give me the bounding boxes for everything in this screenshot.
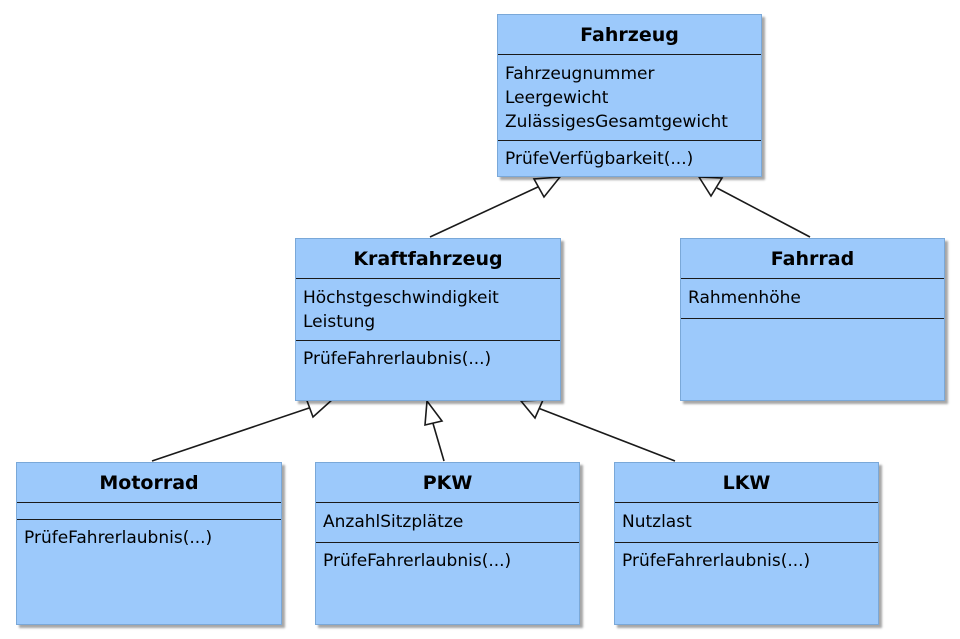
class-fahrrad[interactable]: Fahrrad Rahmenhöhe xyxy=(680,238,945,401)
generalization-arrowhead xyxy=(697,176,724,198)
attributes-compartment xyxy=(17,503,281,520)
class-lkw[interactable]: LKW Nutzlast PrüfeFahrerlaubnis(...) xyxy=(614,462,879,625)
generalization-arrowhead xyxy=(532,176,562,199)
operation: PrüfeFahrerlaubnis(...) xyxy=(24,528,213,548)
attribute: Höchstgeschwindigkeit xyxy=(303,288,499,308)
attributes-compartment: Höchstgeschwindigkeit Leistung xyxy=(296,279,560,341)
attributes-compartment: AnzahlSitzplätze xyxy=(316,503,579,543)
operation: PrüfeFahrerlaubnis(...) xyxy=(323,551,512,571)
attributes-compartment: Fahrzeugnummer Leergewicht ZulässigesGes… xyxy=(498,55,761,141)
class-name: Kraftfahrzeug xyxy=(296,239,560,279)
operation: PrüfeFahrerlaubnis(...) xyxy=(622,551,811,571)
attribute: AnzahlSitzplätze xyxy=(323,512,464,532)
operations-compartment: PrüfeFahrerlaubnis(...) xyxy=(316,543,579,624)
class-fahrzeug[interactable]: Fahrzeug Fahrzeugnummer Leergewicht Zulä… xyxy=(497,14,762,177)
operations-compartment: PrüfeFahrerlaubnis(...) xyxy=(296,341,560,400)
edge-fahrrad-fahrzeug xyxy=(697,176,811,238)
operation: PrüfeFahrerlaubnis(...) xyxy=(303,349,492,369)
class-kraftfahrzeug[interactable]: Kraftfahrzeug Höchstgeschwindigkeit Leis… xyxy=(295,238,561,401)
class-name: Motorrad xyxy=(17,463,281,503)
operations-compartment: PrüfeFahrerlaubnis(...) xyxy=(615,543,878,624)
attribute: Nutzlast xyxy=(622,512,692,532)
edge-motorrad-kraftfahrzeug xyxy=(151,397,336,462)
edge-kraftfahrzeug-fahrzeug xyxy=(429,176,562,238)
attribute: Leistung xyxy=(303,312,376,332)
operations-compartment: PrüfeVerfügbarkeit(...) xyxy=(498,141,761,176)
generalization-arrowhead xyxy=(424,398,444,427)
attributes-compartment: Nutzlast xyxy=(615,503,878,543)
attribute: Rahmenhöhe xyxy=(688,288,801,308)
attributes-compartment: Rahmenhöhe xyxy=(681,279,944,319)
attribute: ZulässigesGesamtgewicht xyxy=(505,112,728,132)
edge-pkw-kraftfahrzeug xyxy=(424,398,445,462)
generalization-arrowhead xyxy=(519,399,545,420)
class-name: LKW xyxy=(615,463,878,503)
class-name: Fahrzeug xyxy=(498,15,761,55)
edge-lkw-kraftfahrzeug xyxy=(519,399,676,462)
operations-compartment: PrüfeFahrerlaubnis(...) xyxy=(17,520,281,624)
operations-compartment xyxy=(681,319,944,400)
class-motorrad[interactable]: Motorrad PrüfeFahrerlaubnis(...) xyxy=(16,462,282,625)
class-name: PKW xyxy=(316,463,579,503)
attribute: Leergewicht xyxy=(505,88,609,108)
class-pkw[interactable]: PKW AnzahlSitzplätze PrüfeFahrerlaubnis(… xyxy=(315,462,580,625)
class-name: Fahrrad xyxy=(681,239,944,279)
attribute: Fahrzeugnummer xyxy=(505,64,655,84)
operation: PrüfeVerfügbarkeit(...) xyxy=(505,149,694,169)
